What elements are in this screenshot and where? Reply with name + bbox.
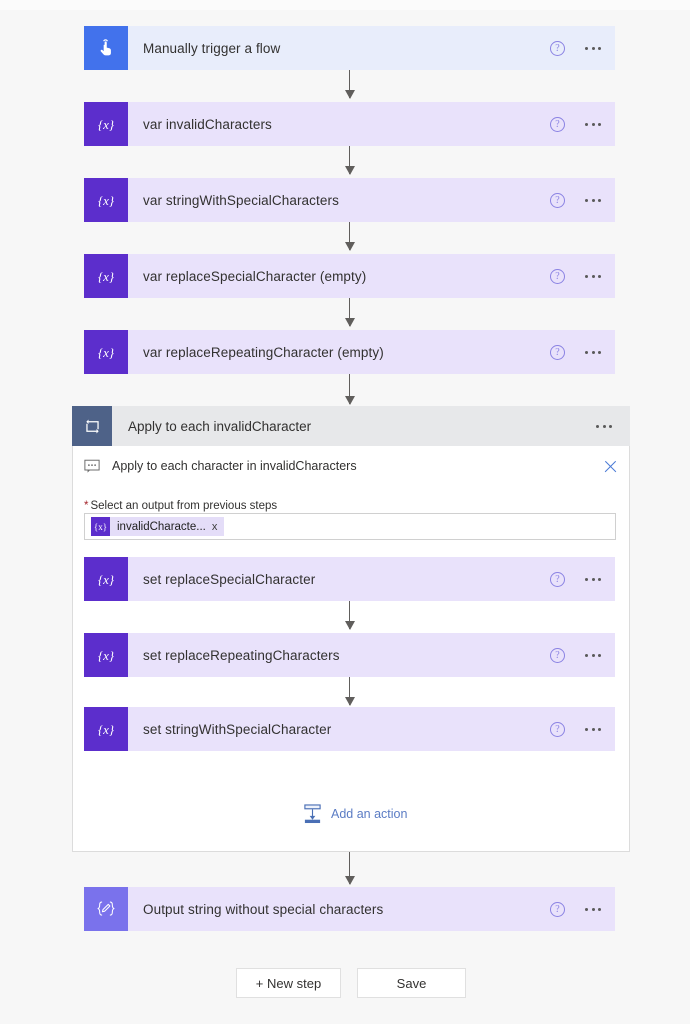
step-title: set stringWithSpecialCharacter [143,721,332,737]
insert-action-icon [303,804,322,824]
step-actions: ? [550,557,615,601]
help-icon[interactable]: ? [550,40,565,56]
flow-step-card-output-string[interactable]: Output string without special characters… [84,887,615,931]
step-actions: ? [550,633,615,677]
apply-to-each-header[interactable]: Apply to each invalidCharacter [72,406,630,446]
help-icon[interactable]: ? [550,116,565,132]
new-step-button[interactable]: + New step [236,968,341,998]
compose-braces-pencil-icon [84,887,128,931]
step-title: var invalidCharacters [143,116,272,132]
flow-step-card-set-string-with-special-character[interactable]: {x} set stringWithSpecialCharacter ? [84,707,615,751]
svg-text:{x}: {x} [98,572,115,587]
more-options-icon[interactable] [585,577,601,581]
step-actions: ? [550,887,615,931]
token-chip-invalid-characters[interactable]: {x} invalidCharacte... x [91,517,225,536]
help-icon[interactable]: ? [550,721,565,737]
loop-repeat-icon [72,406,112,446]
connector-arrow [344,298,355,327]
output-selector-input[interactable]: {x} invalidCharacte... x [84,513,616,540]
tap-hand-icon [84,26,128,70]
variable-braces-icon: {x} [84,178,128,222]
step-actions: ? [550,26,615,70]
variable-braces-icon: {x} [84,102,128,146]
step-title: set replaceRepeatingCharacters [143,647,340,663]
token-remove-icon[interactable]: x [211,520,218,533]
help-icon[interactable]: ? [550,647,565,663]
step-actions: ? [550,330,615,374]
variable-braces-icon: {x} [84,330,128,374]
close-icon[interactable] [602,458,618,474]
connector-arrow [344,146,355,175]
svg-text:{x}: {x} [98,722,115,737]
loop-actions [596,406,630,446]
connector-arrow [344,677,355,706]
svg-text:{x}: {x} [98,117,115,132]
step-actions: ? [550,102,615,146]
token-chip-label: invalidCharacte... [117,520,206,533]
flow-step-card-var-invalid-characters[interactable]: {x} var invalidCharacters ? [84,102,615,146]
svg-text:{x}: {x} [98,648,115,663]
step-title: Output string without special characters [143,901,384,917]
more-options-icon[interactable] [585,350,601,354]
connector-arrow [344,222,355,251]
step-title: Manually trigger a flow [143,40,281,56]
flow-step-card-trigger[interactable]: Manually trigger a flow ? [84,26,615,70]
comment-bubble-icon [84,459,104,473]
more-options-icon[interactable] [585,46,601,50]
variable-braces-icon: {x} [84,557,128,601]
connector-arrow [344,374,355,405]
variable-braces-icon: {x} [84,707,128,751]
required-marker: * [84,500,89,512]
help-icon[interactable]: ? [550,268,565,284]
loop-comment-text: Apply to each character in invalidCharac… [112,459,357,473]
more-options-icon[interactable] [585,122,601,126]
svg-text:{x}: {x} [98,345,115,360]
step-actions: ? [550,178,615,222]
more-options-icon[interactable] [585,274,601,278]
svg-text:{x}: {x} [98,193,115,208]
top-strip [0,0,690,10]
step-actions: ? [550,707,615,751]
help-icon[interactable]: ? [550,344,565,360]
flow-step-card-var-replace-special-character[interactable]: {x} var replaceSpecialCharacter (empty) … [84,254,615,298]
output-selector-label: *Select an output from previous steps [84,500,277,512]
more-options-icon[interactable] [585,907,601,911]
help-icon[interactable]: ? [550,192,565,208]
more-options-icon[interactable] [585,198,601,202]
save-button[interactable]: Save [357,968,466,998]
more-options-icon[interactable] [585,653,601,657]
loop-comment-row: Apply to each character in invalidCharac… [84,458,618,474]
more-options-icon[interactable] [585,727,601,731]
flow-step-card-var-string-with-special-characters[interactable]: {x} var stringWithSpecialCharacters ? [84,178,615,222]
help-icon[interactable]: ? [550,901,565,917]
step-title: var replaceSpecialCharacter (empty) [143,268,367,284]
more-options-icon[interactable] [596,424,612,428]
flow-step-card-var-replace-repeating-character[interactable]: {x} var replaceRepeatingCharacter (empty… [84,330,615,374]
step-title: var replaceRepeatingCharacter (empty) [143,344,384,360]
variable-braces-icon: {x} [84,254,128,298]
step-actions: ? [550,254,615,298]
connector-arrow [344,852,355,885]
svg-text:{x}: {x} [98,269,115,284]
flow-step-card-set-replace-repeating-characters[interactable]: {x} set replaceRepeatingCharacters ? [84,633,615,677]
variable-braces-icon: {x} [84,633,128,677]
flow-step-card-set-replace-special-character[interactable]: {x} set replaceSpecialCharacter ? [84,557,615,601]
connector-arrow [344,70,355,99]
connector-arrow [344,601,355,630]
step-title: set replaceSpecialCharacter [143,571,316,587]
output-selector-label-text: Select an output from previous steps [90,500,278,512]
add-an-action-label: Add an action [331,807,408,821]
step-title: var stringWithSpecialCharacters [143,192,339,208]
loop-title: Apply to each invalidCharacter [128,418,312,434]
help-icon[interactable]: ? [550,571,565,587]
add-an-action-button[interactable]: Add an action [303,804,407,824]
variable-braces-icon: {x} [91,517,110,536]
